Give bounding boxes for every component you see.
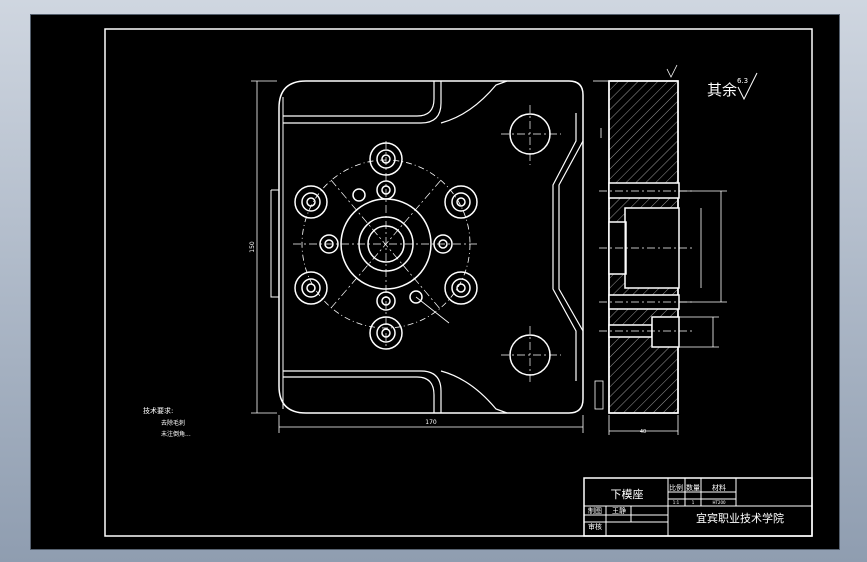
width-dimension: 170 — [425, 419, 437, 426]
tech-req-line-1: 去除毛刺 — [161, 419, 185, 427]
quantity-value: 1 — [692, 500, 695, 505]
plate-outline — [278, 80, 584, 414]
plan-view — [251, 80, 584, 433]
center-lines — [293, 105, 561, 385]
lower-step — [283, 370, 442, 413]
school-name: 宜宾职业技术学院 — [696, 511, 784, 525]
roughness-label: 其余 — [707, 81, 737, 99]
section-view — [593, 80, 727, 435]
cad-drawing: 170 150 — [104, 28, 813, 537]
roughness-value: 6.3 — [737, 77, 748, 85]
quantity-header: 数量 — [686, 483, 700, 492]
roughness-symbol-icon — [666, 64, 678, 78]
drawing-border — [104, 28, 813, 537]
height-dimension: 150 — [249, 241, 256, 253]
scale-header: 比例 — [669, 483, 683, 492]
drawn-by: 王静 — [612, 506, 626, 515]
material-header: 材料 — [712, 483, 726, 492]
technical-requirements: 技术要求: 去除毛刺 未注倒角... — [143, 406, 191, 438]
cad-viewport[interactable]: 170 150 — [30, 14, 840, 550]
tech-req-line-2: 未注倒角... — [161, 430, 191, 438]
material-value: HT200 — [712, 500, 726, 505]
checked-label: 审核 — [588, 522, 602, 531]
upper-step — [283, 81, 442, 124]
title-block: 下模座 比例 数量 材料 1:1 1 HT200 制图 王静 审核 宜宾职业技术… — [583, 477, 813, 537]
tech-req-title: 技术要求: — [143, 406, 173, 415]
drawn-label: 制图 — [588, 506, 602, 515]
slot-contour — [440, 80, 577, 381]
scale-value: 1:1 — [673, 500, 680, 505]
surface-roughness-note: 其余 6.3 — [666, 64, 758, 101]
part-name: 下模座 — [611, 487, 644, 501]
thickness-dimension: 40 — [640, 429, 646, 435]
